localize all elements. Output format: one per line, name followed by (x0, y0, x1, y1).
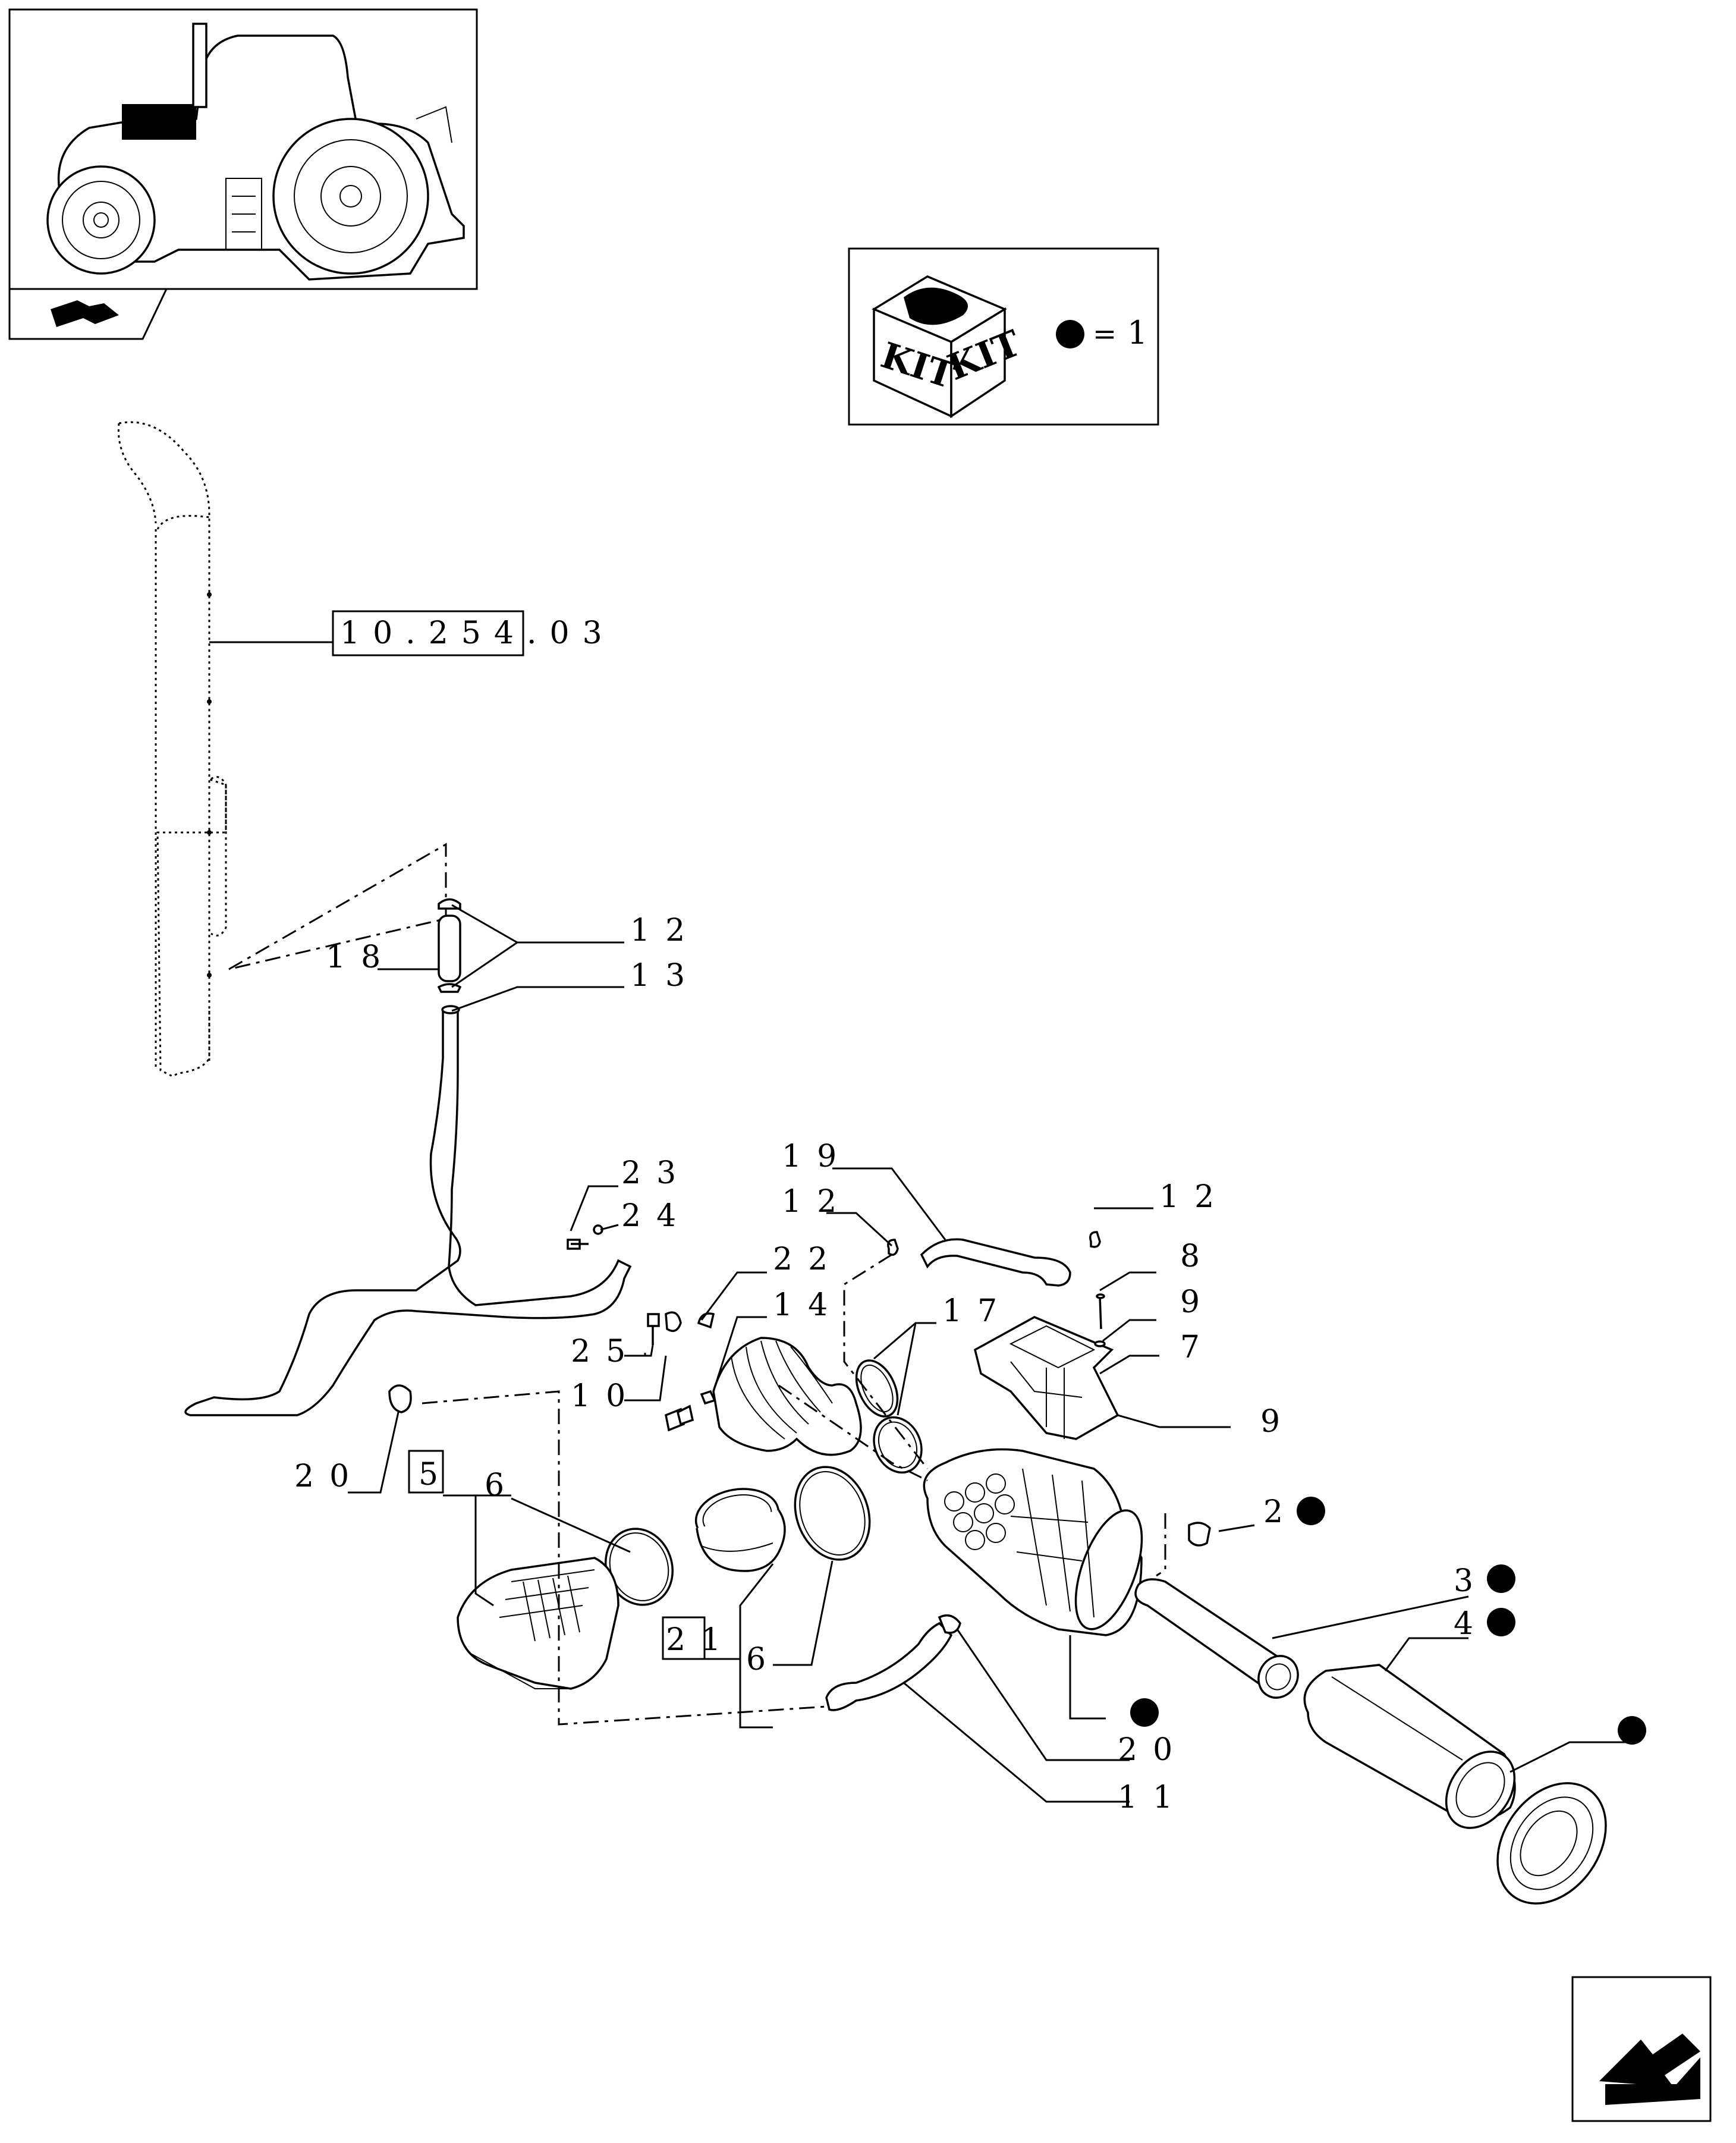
callout-4[interactable]: 4 (1454, 1606, 1489, 1642)
callout-12-hose[interactable]: 12 (782, 1184, 852, 1220)
callout-17[interactable]: 17 (942, 1293, 1012, 1329)
callout-20-right[interactable]: 20 (1118, 1732, 1188, 1768)
callout-20-left[interactable]: 20 (294, 1459, 364, 1494)
kit-legend: KIT KIT = 1 (848, 247, 1159, 426)
callout-22[interactable]: 22 (773, 1242, 843, 1277)
callout-6-left[interactable]: 6 (485, 1468, 520, 1503)
part-13-breather-pipe (184, 1005, 632, 1416)
callout-25[interactable]: 25 (571, 1334, 641, 1369)
kit-quantity: 1 (1127, 314, 1147, 351)
kit-markers (1130, 1497, 1646, 1745)
air-filter-housing (923, 1448, 1143, 1636)
callout-19[interactable]: 19 (782, 1139, 852, 1174)
part-7-bracket (973, 1293, 1119, 1440)
callout-8[interactable]: 8 (1180, 1239, 1215, 1274)
part-17-clamps (855, 1359, 923, 1474)
part-4-main-element (1303, 1664, 1516, 1829)
callout-7[interactable]: 7 (1180, 1330, 1215, 1365)
reference-box-label[interactable]: 10.254.03 (340, 615, 615, 651)
kit-box-icon: KIT KIT (872, 275, 1027, 419)
callout-12[interactable]: 12 (630, 913, 700, 948)
highlight-block (122, 104, 196, 140)
callout-18[interactable]: 18 (326, 939, 396, 975)
callout-9-bracket[interactable]: 9 (1260, 1404, 1295, 1440)
part-20-clamp (388, 1384, 412, 1413)
part-6-clamp-right (794, 1466, 871, 1561)
callout-12-clip[interactable]: 12 (1159, 1179, 1229, 1215)
small-fasteners (567, 1224, 694, 1432)
callout-9-washer[interactable]: 9 (1180, 1284, 1215, 1320)
exhaust-stack (117, 421, 227, 1077)
callout-3[interactable]: 3 (1454, 1563, 1489, 1599)
part-2-valve (1188, 1522, 1211, 1547)
callout-11[interactable]: 11 (1118, 1780, 1188, 1815)
kit-equals: = (1093, 318, 1117, 351)
filter-end-cover (1496, 1782, 1607, 1905)
part-3-safety-element (1134, 1578, 1299, 1699)
callout-6-right[interactable]: 6 (746, 1642, 781, 1677)
callout-24[interactable]: 24 (621, 1198, 691, 1234)
part-11-drain-hose (825, 1614, 961, 1711)
part-14-intake-hose (697, 1312, 862, 1456)
page-turn-arrow-icon[interactable] (51, 300, 119, 327)
callout-14[interactable]: 14 (773, 1287, 843, 1323)
callout-21[interactable]: 21 (666, 1622, 736, 1658)
callout-2[interactable]: 2 (1263, 1494, 1298, 1530)
tractor-thumbnail (8, 8, 478, 340)
part-19-hose (887, 1231, 1101, 1287)
callout-13[interactable]: 13 (630, 958, 700, 994)
callout-box-5[interactable] (408, 1450, 444, 1494)
leader-lines (348, 904, 1629, 1803)
callout-23[interactable]: 23 (621, 1155, 691, 1191)
reference-box[interactable] (332, 610, 524, 656)
callout-10[interactable]: 10 (571, 1378, 641, 1414)
part-5-precleaner (457, 1557, 619, 1690)
part-18-sleeve (437, 898, 462, 993)
callout-5[interactable]: 5 (419, 1457, 454, 1492)
next-page-arrow-icon[interactable] (1571, 1976, 1712, 2122)
callout-box-21[interactable] (662, 1616, 706, 1660)
part-21-elbow (694, 1488, 786, 1572)
kit-marker-dot (1056, 320, 1084, 348)
